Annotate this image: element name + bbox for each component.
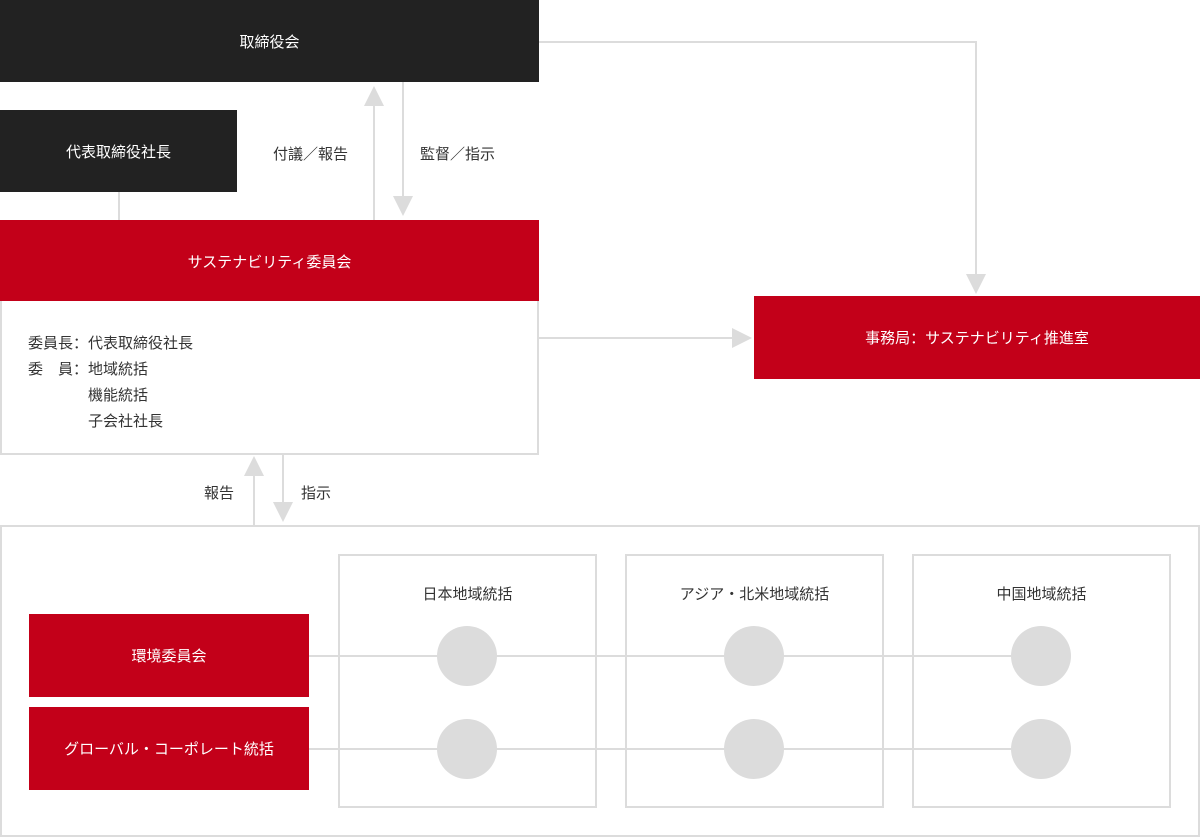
board-box: 取締役会	[0, 0, 539, 82]
supervise-instruct-label: 監督／指示	[420, 145, 496, 163]
committee-header: サステナビリティ委員会	[0, 220, 539, 303]
president-box: 代表取締役社長	[0, 110, 237, 192]
env-committee-box: 環境委員会	[29, 614, 309, 697]
member-value: 子会社社長	[88, 412, 164, 430]
node-dot	[437, 719, 497, 779]
env-committee-label: 環境委員会	[131, 647, 207, 665]
president-label: 代表取締役社長	[65, 142, 171, 161]
execution-container	[0, 525, 1200, 837]
region-title: 中国地域統括	[996, 585, 1087, 603]
global-corporate-label: グローバル・コーポレート統括	[64, 740, 274, 758]
member-key	[28, 408, 88, 434]
secretariat-label: 事務局：サステナビリティ推進室	[865, 329, 1089, 347]
report-label: 報告	[204, 484, 235, 502]
region-box-china: 中国地域統括	[912, 554, 1171, 808]
member-key: 委 員：	[28, 360, 89, 378]
member-value: 地域統括	[88, 360, 149, 378]
member-value: 機能統括	[88, 386, 149, 404]
region-box-japan: 日本地域統括	[338, 554, 597, 808]
region-title: 日本地域統括	[422, 585, 513, 603]
secretariat-box: 事務局：サステナビリティ推進室	[754, 296, 1200, 379]
member-key	[28, 382, 88, 408]
member-key: 委員長：	[28, 334, 89, 352]
node-dot	[1011, 719, 1071, 779]
node-dot	[724, 719, 784, 779]
node-dot	[724, 626, 784, 686]
node-dot	[1011, 626, 1071, 686]
committee-members-box	[0, 301, 539, 455]
member-value: 代表取締役社長	[88, 334, 194, 352]
global-corporate-box: グローバル・コーポレート統括	[29, 707, 309, 790]
committee-title: サステナビリティ委員会	[187, 253, 352, 271]
instruct-label: 指示	[301, 484, 332, 502]
member-row: 委 員： 地域統括	[28, 356, 193, 382]
committee-members-list: 委員長： 代表取締役社長 委 員： 地域統括 機能統括 子会社社長	[28, 330, 193, 434]
region-box-asia-na: アジア・北米地域統括	[625, 554, 884, 808]
member-row: 委員長： 代表取締役社長	[28, 330, 193, 356]
region-title: アジア・北米地域統括	[679, 585, 830, 603]
member-row: 機能統括	[28, 382, 193, 408]
board-label: 取締役会	[239, 32, 300, 51]
member-row: 子会社社長	[28, 408, 193, 434]
proposal-report-label: 付議／報告	[273, 145, 349, 163]
node-dot	[437, 626, 497, 686]
